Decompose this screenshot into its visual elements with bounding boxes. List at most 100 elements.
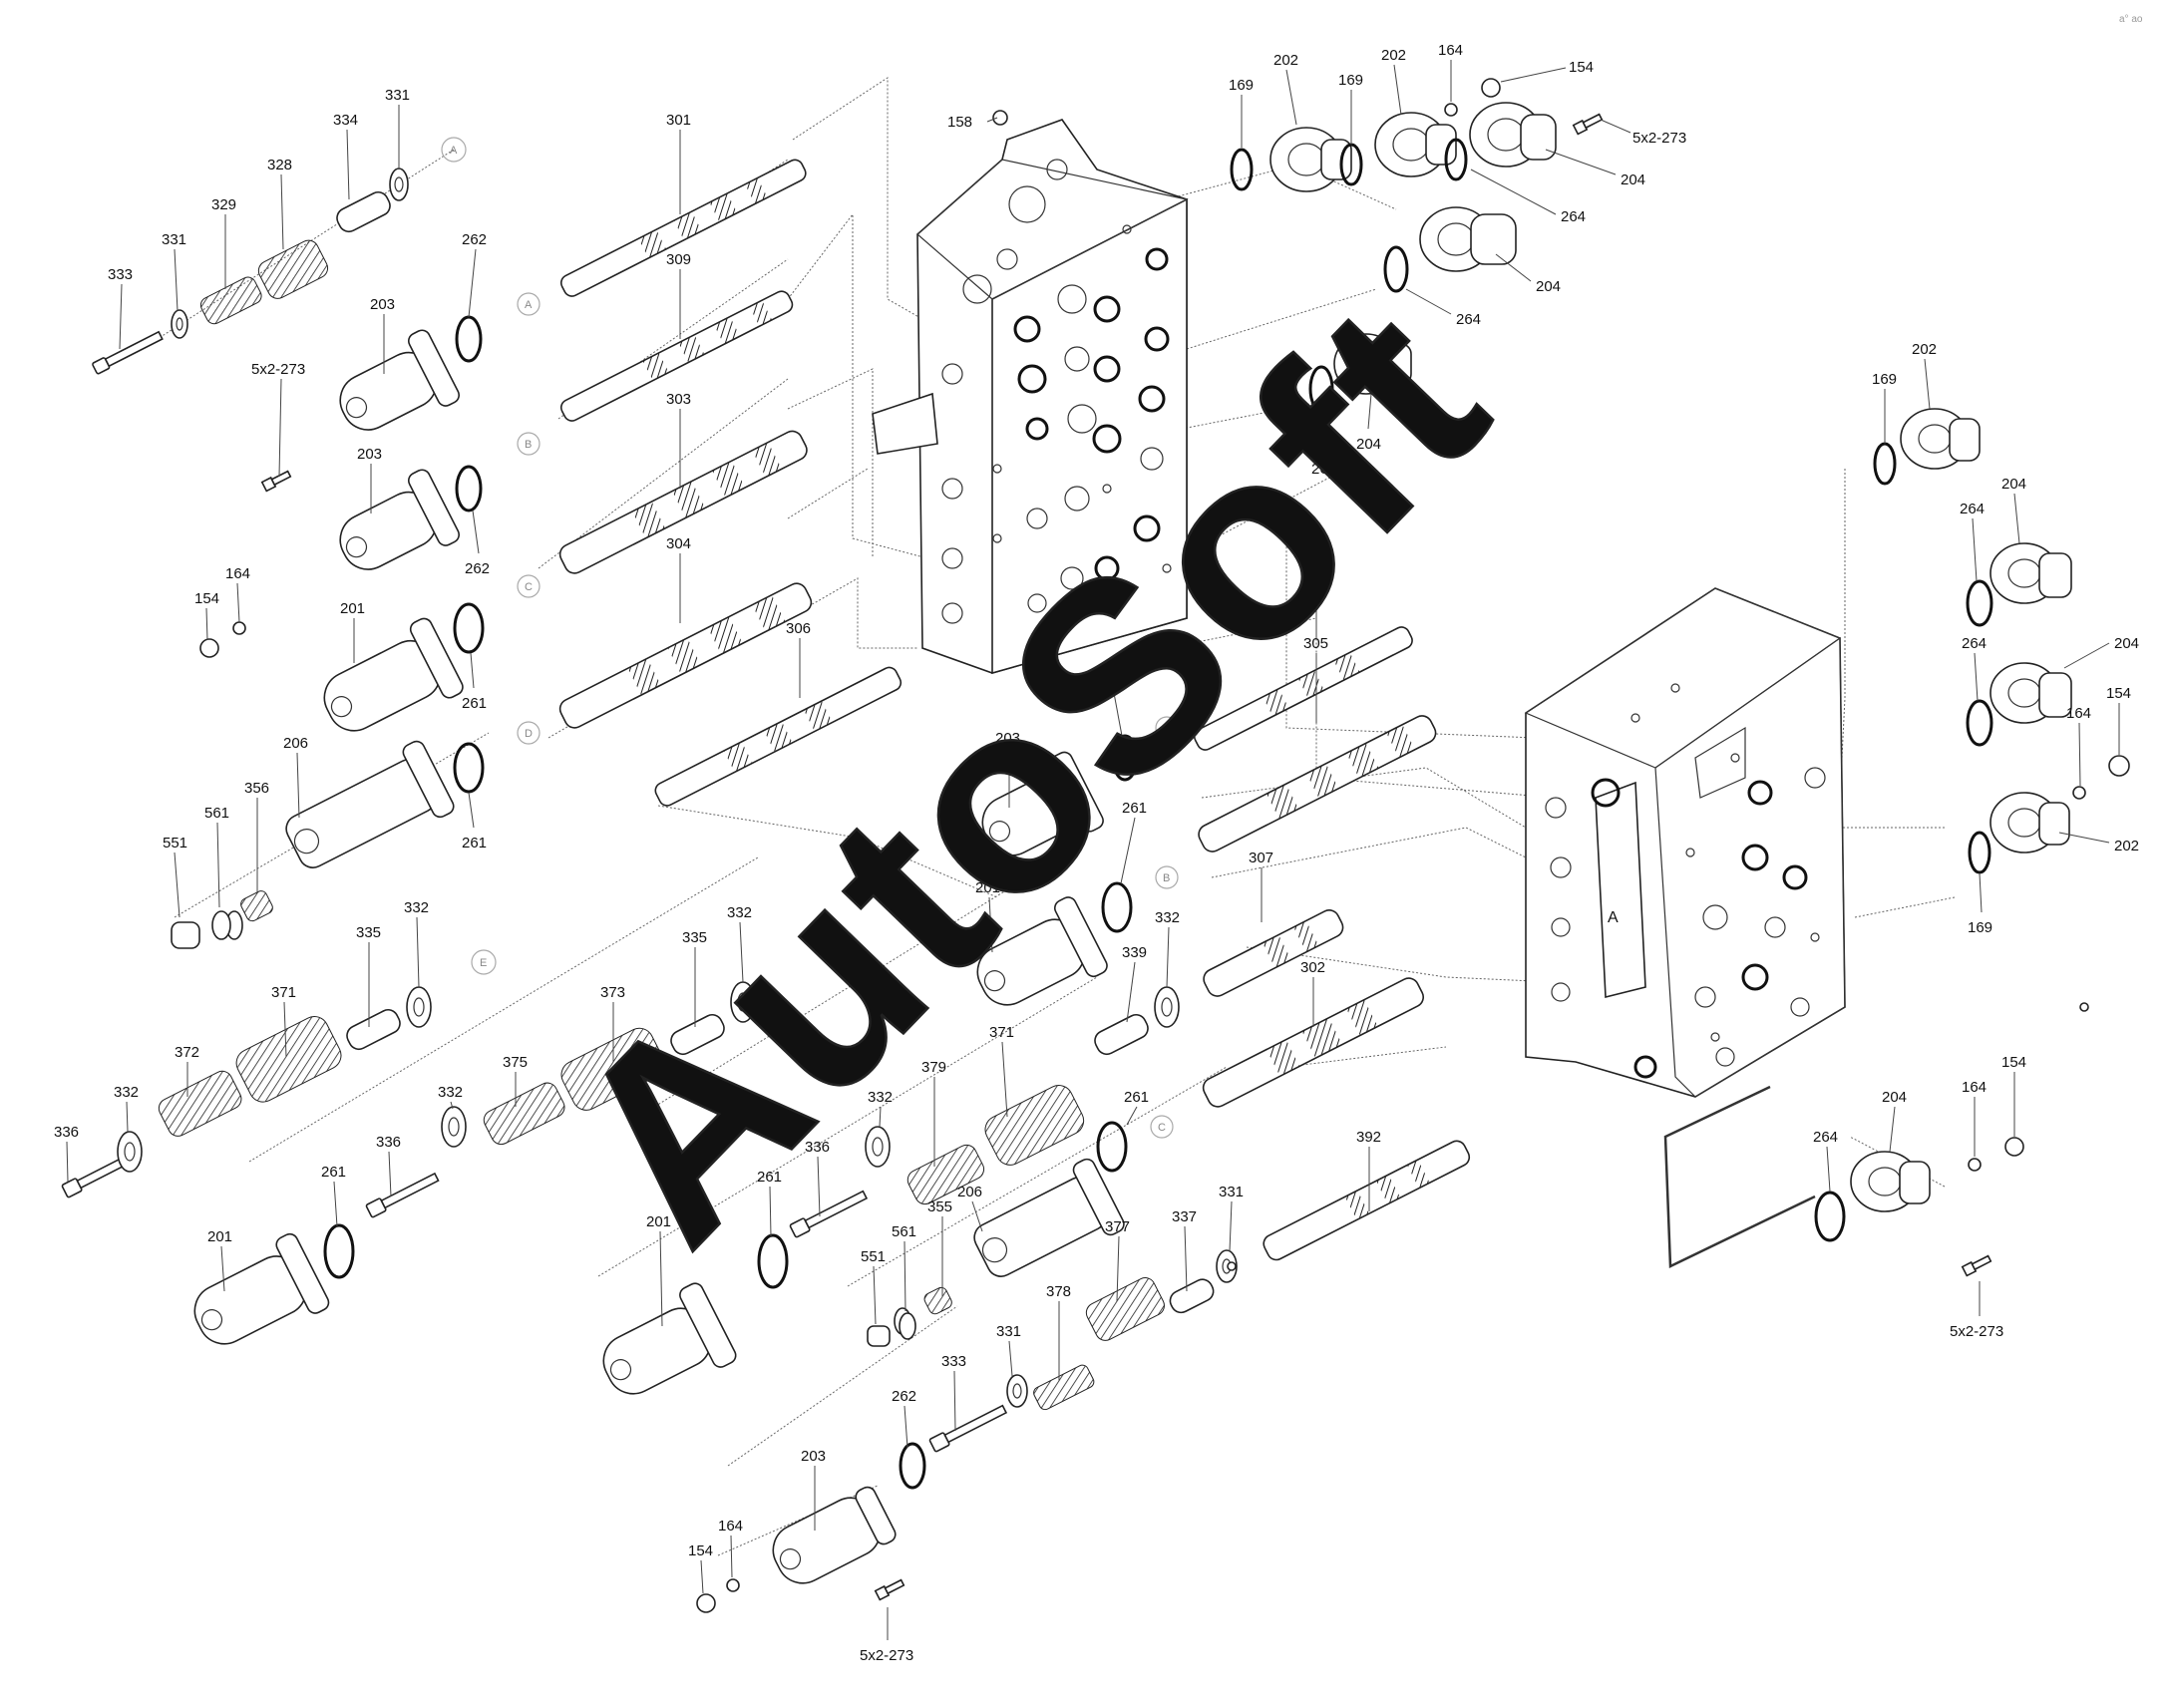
label-333: 333 — [108, 266, 133, 283]
label-561: 561 — [204, 805, 229, 822]
label-331: 331 — [1219, 1184, 1244, 1200]
label-164: 164 — [225, 565, 250, 582]
label-262: 262 — [892, 1388, 916, 1405]
label-261: 261 — [757, 1169, 782, 1186]
spring-377 — [1085, 1277, 1165, 1341]
flange-204f — [1850, 1151, 1931, 1212]
label-261: 261 — [1122, 800, 1147, 817]
label-5x2-273: 5x2-273 — [1632, 130, 1686, 147]
label-332: 332 — [438, 1084, 463, 1101]
label-264: 264 — [1561, 208, 1586, 225]
cap-201c — [193, 1232, 330, 1345]
label-334: 334 — [333, 112, 358, 129]
label-332: 332 — [114, 1084, 139, 1101]
spool-302 — [1202, 977, 1425, 1108]
spring-373 — [560, 1027, 665, 1111]
label-336: 336 — [805, 1139, 830, 1156]
label-264: 264 — [1813, 1129, 1838, 1146]
callout-c-right: C — [1158, 1122, 1166, 1134]
spools — [558, 159, 1471, 1261]
label-328: 328 — [267, 157, 292, 173]
spring-355 — [923, 1286, 952, 1315]
label-551: 551 — [861, 1248, 886, 1265]
valve-block-lower: A — [1524, 587, 1846, 1098]
label-335: 335 — [356, 924, 381, 941]
label-204: 204 — [1536, 278, 1561, 295]
flange-202a — [1269, 127, 1352, 192]
flange-204e — [1989, 662, 2072, 724]
label-339: 339 — [1122, 944, 1147, 961]
flange-202b — [1374, 112, 1457, 177]
label-169: 169 — [1872, 371, 1897, 388]
label-203: 203 — [370, 296, 395, 313]
spool-307 — [1203, 909, 1344, 997]
label-154: 154 — [1569, 59, 1594, 76]
screw-5x2-273b — [1572, 113, 1604, 136]
label-304: 304 — [666, 535, 691, 552]
label-262: 262 — [465, 560, 490, 577]
part-labels: 333 331 329 328 334 331 301 262 203 5x2-… — [54, 42, 2139, 1664]
label-333: 333 — [941, 1353, 966, 1370]
label-377: 377 — [1105, 1218, 1130, 1235]
label-203: 203 — [357, 446, 382, 463]
flange-204a — [1469, 102, 1557, 168]
label-5x2-273: 5x2-273 — [251, 361, 305, 378]
cap-201b — [976, 896, 1108, 1006]
cap-206a — [285, 740, 455, 868]
bolt-333a — [92, 330, 164, 375]
callout-d: D — [525, 728, 533, 740]
spool-306 — [654, 666, 903, 807]
label-204: 204 — [1621, 171, 1645, 188]
pin-337 — [1169, 1278, 1215, 1314]
label-202: 202 — [2114, 838, 2139, 854]
spool-305 — [1198, 715, 1437, 853]
label-204: 204 — [2114, 635, 2139, 652]
label-356: 356 — [244, 780, 269, 797]
label-262: 262 — [462, 231, 487, 248]
label-262: 262 — [1100, 675, 1125, 692]
cap-206b — [973, 1158, 1125, 1277]
label-204: 204 — [1882, 1089, 1907, 1106]
label-154: 154 — [2001, 1054, 2026, 1071]
label-373: 373 — [600, 984, 625, 1001]
callout-a-mid: A — [525, 299, 533, 311]
label-264: 264 — [1962, 635, 1987, 652]
pin-334 — [336, 190, 391, 233]
spool-309 — [559, 290, 794, 422]
label-310: 310 — [1303, 535, 1328, 552]
label-302: 302 — [1300, 959, 1325, 976]
label-203: 203 — [801, 1448, 826, 1465]
label-331: 331 — [385, 87, 410, 104]
cap-201a — [323, 617, 464, 732]
flanges — [1269, 102, 2072, 1212]
label-261: 261 — [1124, 1089, 1149, 1106]
spool-301 — [559, 159, 807, 297]
bolt-336c — [789, 1190, 869, 1238]
label-204: 204 — [1356, 436, 1381, 453]
callout-b-right: B — [1163, 872, 1170, 884]
valve-block-upper — [872, 119, 1189, 675]
callout-a-top: A — [450, 145, 458, 157]
label-164: 164 — [718, 1518, 743, 1535]
label-332: 332 — [1155, 909, 1180, 926]
label-261: 261 — [462, 835, 487, 852]
label-154: 154 — [2106, 685, 2131, 702]
label-154: 154 — [194, 590, 219, 607]
small-parts — [61, 78, 2130, 1613]
label-206: 206 — [283, 735, 308, 752]
label-335: 335 — [682, 929, 707, 946]
label-355: 355 — [927, 1198, 952, 1215]
label-331: 331 — [996, 1323, 1021, 1340]
label-264: 264 — [1311, 461, 1336, 478]
label-332: 332 — [727, 904, 752, 921]
flange-202c — [1900, 408, 1981, 470]
label-261: 261 — [321, 1164, 346, 1181]
screw-5x2-273d — [1961, 1254, 1992, 1277]
label-306: 306 — [786, 620, 811, 637]
cap-203d — [772, 1486, 897, 1584]
corner-mark: a° ao — [2119, 14, 2143, 25]
label-206: 206 — [957, 1184, 982, 1200]
label-332: 332 — [868, 1089, 893, 1106]
callout-b: B — [525, 439, 532, 451]
label-378: 378 — [1046, 1283, 1071, 1300]
